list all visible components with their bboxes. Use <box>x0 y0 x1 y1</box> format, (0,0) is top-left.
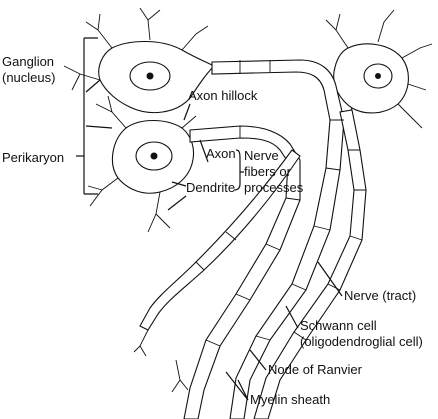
label-nerve-fibers-line3: processes <box>244 180 304 195</box>
label-node-of-ranvier: Node of Ranvier <box>268 362 363 377</box>
lower-left-nucleus <box>136 142 172 170</box>
label-perikaryon: Perikaryon <box>2 150 64 165</box>
label-ganglion: Ganglion <box>2 54 54 69</box>
label-nerve-tract: Nerve (tract) <box>344 288 416 303</box>
label-axon-hillock: Axon hillock <box>188 88 258 103</box>
label-nerve-fibers-line1: Nerve <box>244 148 279 163</box>
label-nerve-fibers-line2: fibers or <box>244 164 292 179</box>
label-axon: Axon <box>206 146 236 161</box>
label-ganglion-nucleus: (nucleus) <box>2 70 55 85</box>
label-dendrite: Dendrite <box>186 180 235 195</box>
label-oligodendroglial-cell: (oligodendroglial cell) <box>300 334 423 349</box>
upper-left-nucleus <box>130 62 170 90</box>
label-schwann-cell: Schwann cell <box>300 318 377 333</box>
upper-right-nucleus <box>364 64 392 88</box>
label-myelin-sheath: Myelin sheath <box>250 392 330 407</box>
